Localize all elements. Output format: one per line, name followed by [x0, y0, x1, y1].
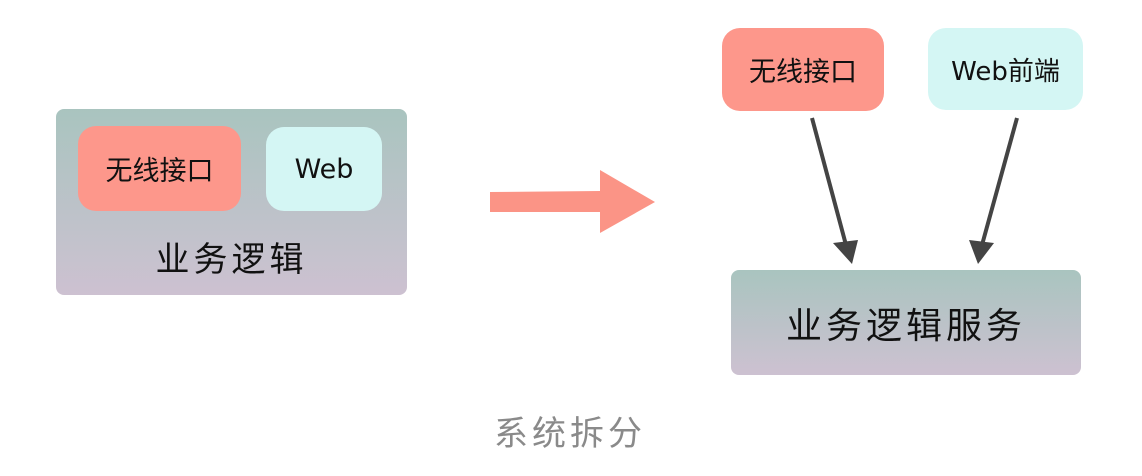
edge-web-to-service — [980, 117, 1019, 246]
web-box: Web — [266, 127, 382, 211]
diagram-caption: 系统拆分 — [494, 413, 646, 454]
transform-arrow — [490, 170, 655, 233]
wireless-interface-service-box: 无线接口 — [722, 28, 884, 111]
wireless-interface-box: 无线接口 — [78, 126, 241, 211]
arrowhead-icon — [833, 240, 858, 264]
business-logic-service-box: 业务逻辑服务 — [731, 270, 1081, 375]
web-frontend-box: Web前端 — [928, 28, 1083, 110]
arrowhead-icon — [969, 240, 994, 264]
monolith-label: 业务逻辑 — [155, 240, 308, 280]
edge-wireless-to-service — [810, 117, 848, 246]
